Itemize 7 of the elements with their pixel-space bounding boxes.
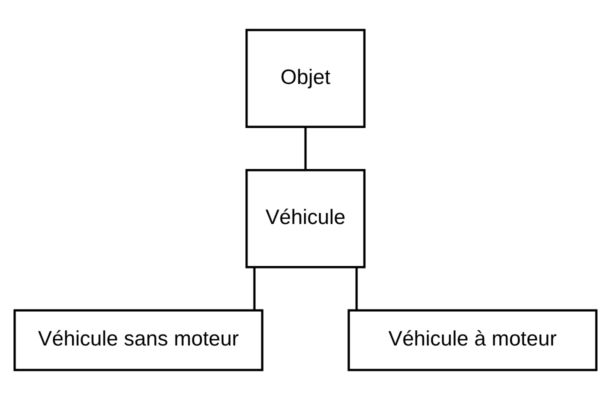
node-box: Véhicule sans moteur (14, 309, 264, 372)
node-box: Objet (245, 28, 366, 128)
connector (304, 127, 307, 170)
connector (253, 267, 256, 310)
connector (355, 267, 358, 310)
node-box: Véhicule (245, 169, 366, 268)
node-box: Véhicule à moteur (348, 309, 598, 372)
